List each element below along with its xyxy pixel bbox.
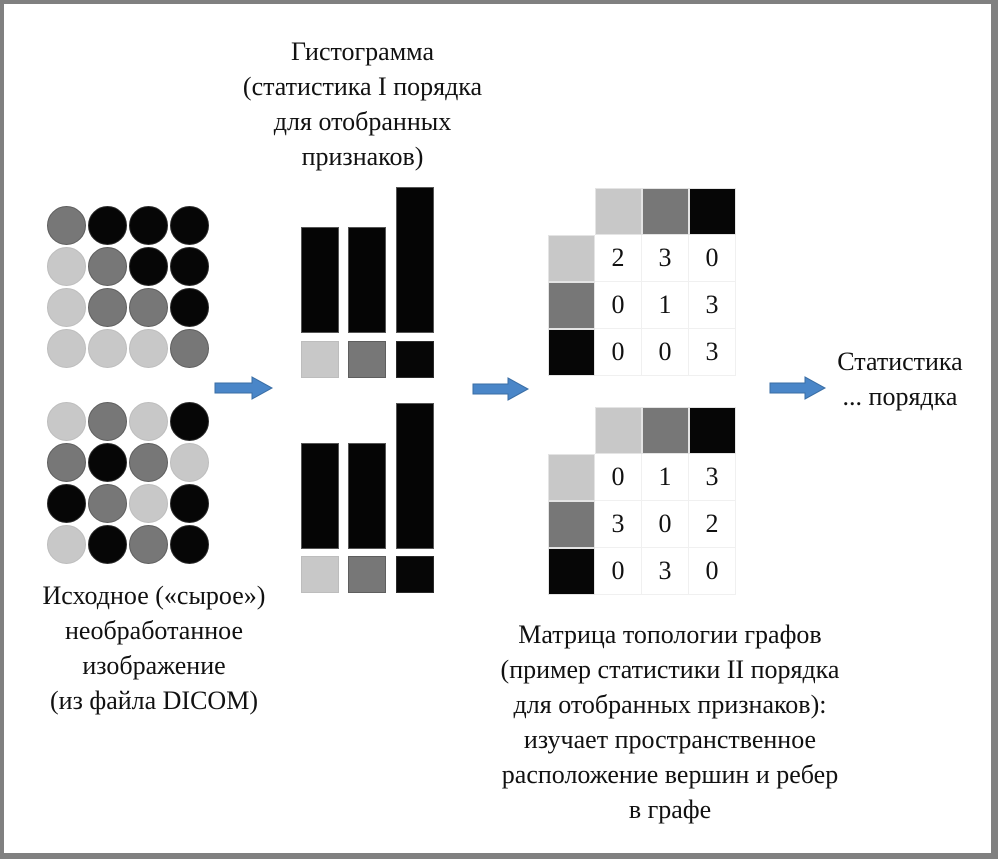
right-arrow-icon bbox=[769, 376, 827, 400]
matrix-cell: 2 bbox=[595, 235, 642, 282]
pixel-circle-mid bbox=[88, 288, 127, 327]
result-caption: Статистика ... порядка bbox=[815, 344, 985, 414]
matrix-column-header-light bbox=[595, 188, 642, 235]
pixel-circle-light bbox=[129, 484, 168, 523]
matrix-cell: 0 bbox=[642, 501, 689, 548]
pixel-circle-mid bbox=[47, 443, 86, 482]
matrix-column-header-mid bbox=[642, 188, 689, 235]
pixel-circle-mid bbox=[88, 484, 127, 523]
result-caption-line: Статистика bbox=[837, 347, 963, 376]
pixel-circle-dark bbox=[170, 288, 209, 327]
matrix-caption-line: для отобранных признаков): bbox=[513, 690, 827, 719]
histogram-bar-dark bbox=[396, 187, 434, 333]
pixel-circle-mid bbox=[88, 247, 127, 286]
pixel-circle-light bbox=[129, 329, 168, 368]
histogram-swatch-mid bbox=[348, 556, 386, 593]
pixel-circle-dark bbox=[170, 402, 209, 441]
histogram-bar-light bbox=[301, 443, 339, 549]
matrix-cell: 0 bbox=[595, 454, 642, 501]
matrix-caption-line: расположение вершин и ребер bbox=[501, 760, 839, 789]
pixel-circle-mid bbox=[47, 206, 86, 245]
pixel-circle-dark bbox=[170, 525, 209, 564]
histogram-swatch-dark bbox=[396, 556, 434, 593]
pixel-circle-light bbox=[47, 288, 86, 327]
matrix-cell: 2 bbox=[689, 501, 736, 548]
pixel-circle-dark bbox=[88, 206, 127, 245]
pixel-circle-dark bbox=[170, 206, 209, 245]
histogram-caption-line: признаков) bbox=[301, 142, 424, 171]
matrix-caption-line: в графе bbox=[628, 795, 712, 824]
histogram-caption-line: Гистограмма bbox=[291, 37, 434, 66]
matrix-row-header-mid bbox=[548, 501, 595, 548]
pixel-circle-light bbox=[129, 402, 168, 441]
matrix-caption: Матрица топологии графов (пример статист… bbox=[470, 617, 870, 827]
pixel-circle-dark bbox=[129, 247, 168, 286]
matrix-cell: 0 bbox=[595, 282, 642, 329]
result-caption-line: ... порядка bbox=[842, 382, 958, 411]
matrix-column-header-mid bbox=[642, 407, 689, 454]
pixel-circle-dark bbox=[129, 206, 168, 245]
histogram-caption-line: для отобранных bbox=[273, 107, 452, 136]
matrix-row-header-dark bbox=[548, 329, 595, 376]
pixel-circle-mid bbox=[88, 402, 127, 441]
matrix-column-header-dark bbox=[689, 407, 736, 454]
pixel-circle-mid bbox=[170, 329, 209, 368]
pixel-circle-light bbox=[47, 402, 86, 441]
raw-image-caption-line: изображение bbox=[82, 651, 226, 680]
pixel-circle-light bbox=[47, 525, 86, 564]
histogram-bar-mid bbox=[348, 443, 386, 549]
matrix-cell: 1 bbox=[642, 282, 689, 329]
matrix-cell: 3 bbox=[642, 235, 689, 282]
pixel-circle-light bbox=[47, 247, 86, 286]
raw-image-caption-line: (из файла DICOM) bbox=[50, 686, 258, 715]
pixel-circle-dark bbox=[170, 247, 209, 286]
matrix-cell: 0 bbox=[689, 548, 736, 595]
pixel-circle-dark bbox=[88, 443, 127, 482]
matrix-column-header-light bbox=[595, 407, 642, 454]
matrix-cell: 0 bbox=[595, 329, 642, 376]
matrix-row-header-light bbox=[548, 235, 595, 282]
matrix-cell: 3 bbox=[595, 501, 642, 548]
matrix-caption-line: изучает пространственное bbox=[523, 725, 817, 754]
histogram-bar-dark bbox=[396, 403, 434, 549]
histogram-bar-light bbox=[301, 227, 339, 333]
matrix-cell: 3 bbox=[642, 548, 689, 595]
pixel-circle-light bbox=[170, 443, 209, 482]
histogram-caption-line: (статистика I порядка bbox=[242, 72, 483, 101]
matrix-caption-line: Матрица топологии графов bbox=[518, 620, 822, 649]
matrix-row-header-dark bbox=[548, 548, 595, 595]
pixel-circle-dark bbox=[47, 484, 86, 523]
matrix-caption-line: (пример статистики II порядка bbox=[500, 655, 840, 684]
matrix-cell: 3 bbox=[689, 282, 736, 329]
matrix-row-header-mid bbox=[548, 282, 595, 329]
matrix-cell: 3 bbox=[689, 329, 736, 376]
pixel-circle-mid bbox=[129, 288, 168, 327]
pixel-circle-mid bbox=[129, 443, 168, 482]
right-arrow-icon bbox=[472, 377, 530, 401]
histogram-swatch-light bbox=[301, 556, 339, 593]
histogram-caption: Гистограмма (статистика I порядка для от… bbox=[225, 34, 500, 174]
pixel-circle-light bbox=[88, 329, 127, 368]
matrix-cell: 0 bbox=[642, 329, 689, 376]
histogram-bar-mid bbox=[348, 227, 386, 333]
right-arrow-icon bbox=[214, 376, 274, 400]
raw-image-caption: Исходное («сырое») необработанное изобра… bbox=[14, 578, 294, 718]
matrix-cell: 3 bbox=[689, 454, 736, 501]
matrix-cell: 0 bbox=[689, 235, 736, 282]
pixel-circle-mid bbox=[129, 525, 168, 564]
histogram-swatch-light bbox=[301, 341, 339, 378]
raw-image-caption-line: Исходное («сырое») bbox=[42, 581, 266, 610]
pixel-circle-dark bbox=[88, 525, 127, 564]
matrix-cell: 0 bbox=[595, 548, 642, 595]
matrix-row-header-light bbox=[548, 454, 595, 501]
histogram-swatch-dark bbox=[396, 341, 434, 378]
histogram-swatch-mid bbox=[348, 341, 386, 378]
matrix-column-header-dark bbox=[689, 188, 736, 235]
pixel-circle-light bbox=[47, 329, 86, 368]
matrix-cell: 1 bbox=[642, 454, 689, 501]
pixel-circle-dark bbox=[170, 484, 209, 523]
raw-image-caption-line: необработанное bbox=[64, 616, 243, 645]
